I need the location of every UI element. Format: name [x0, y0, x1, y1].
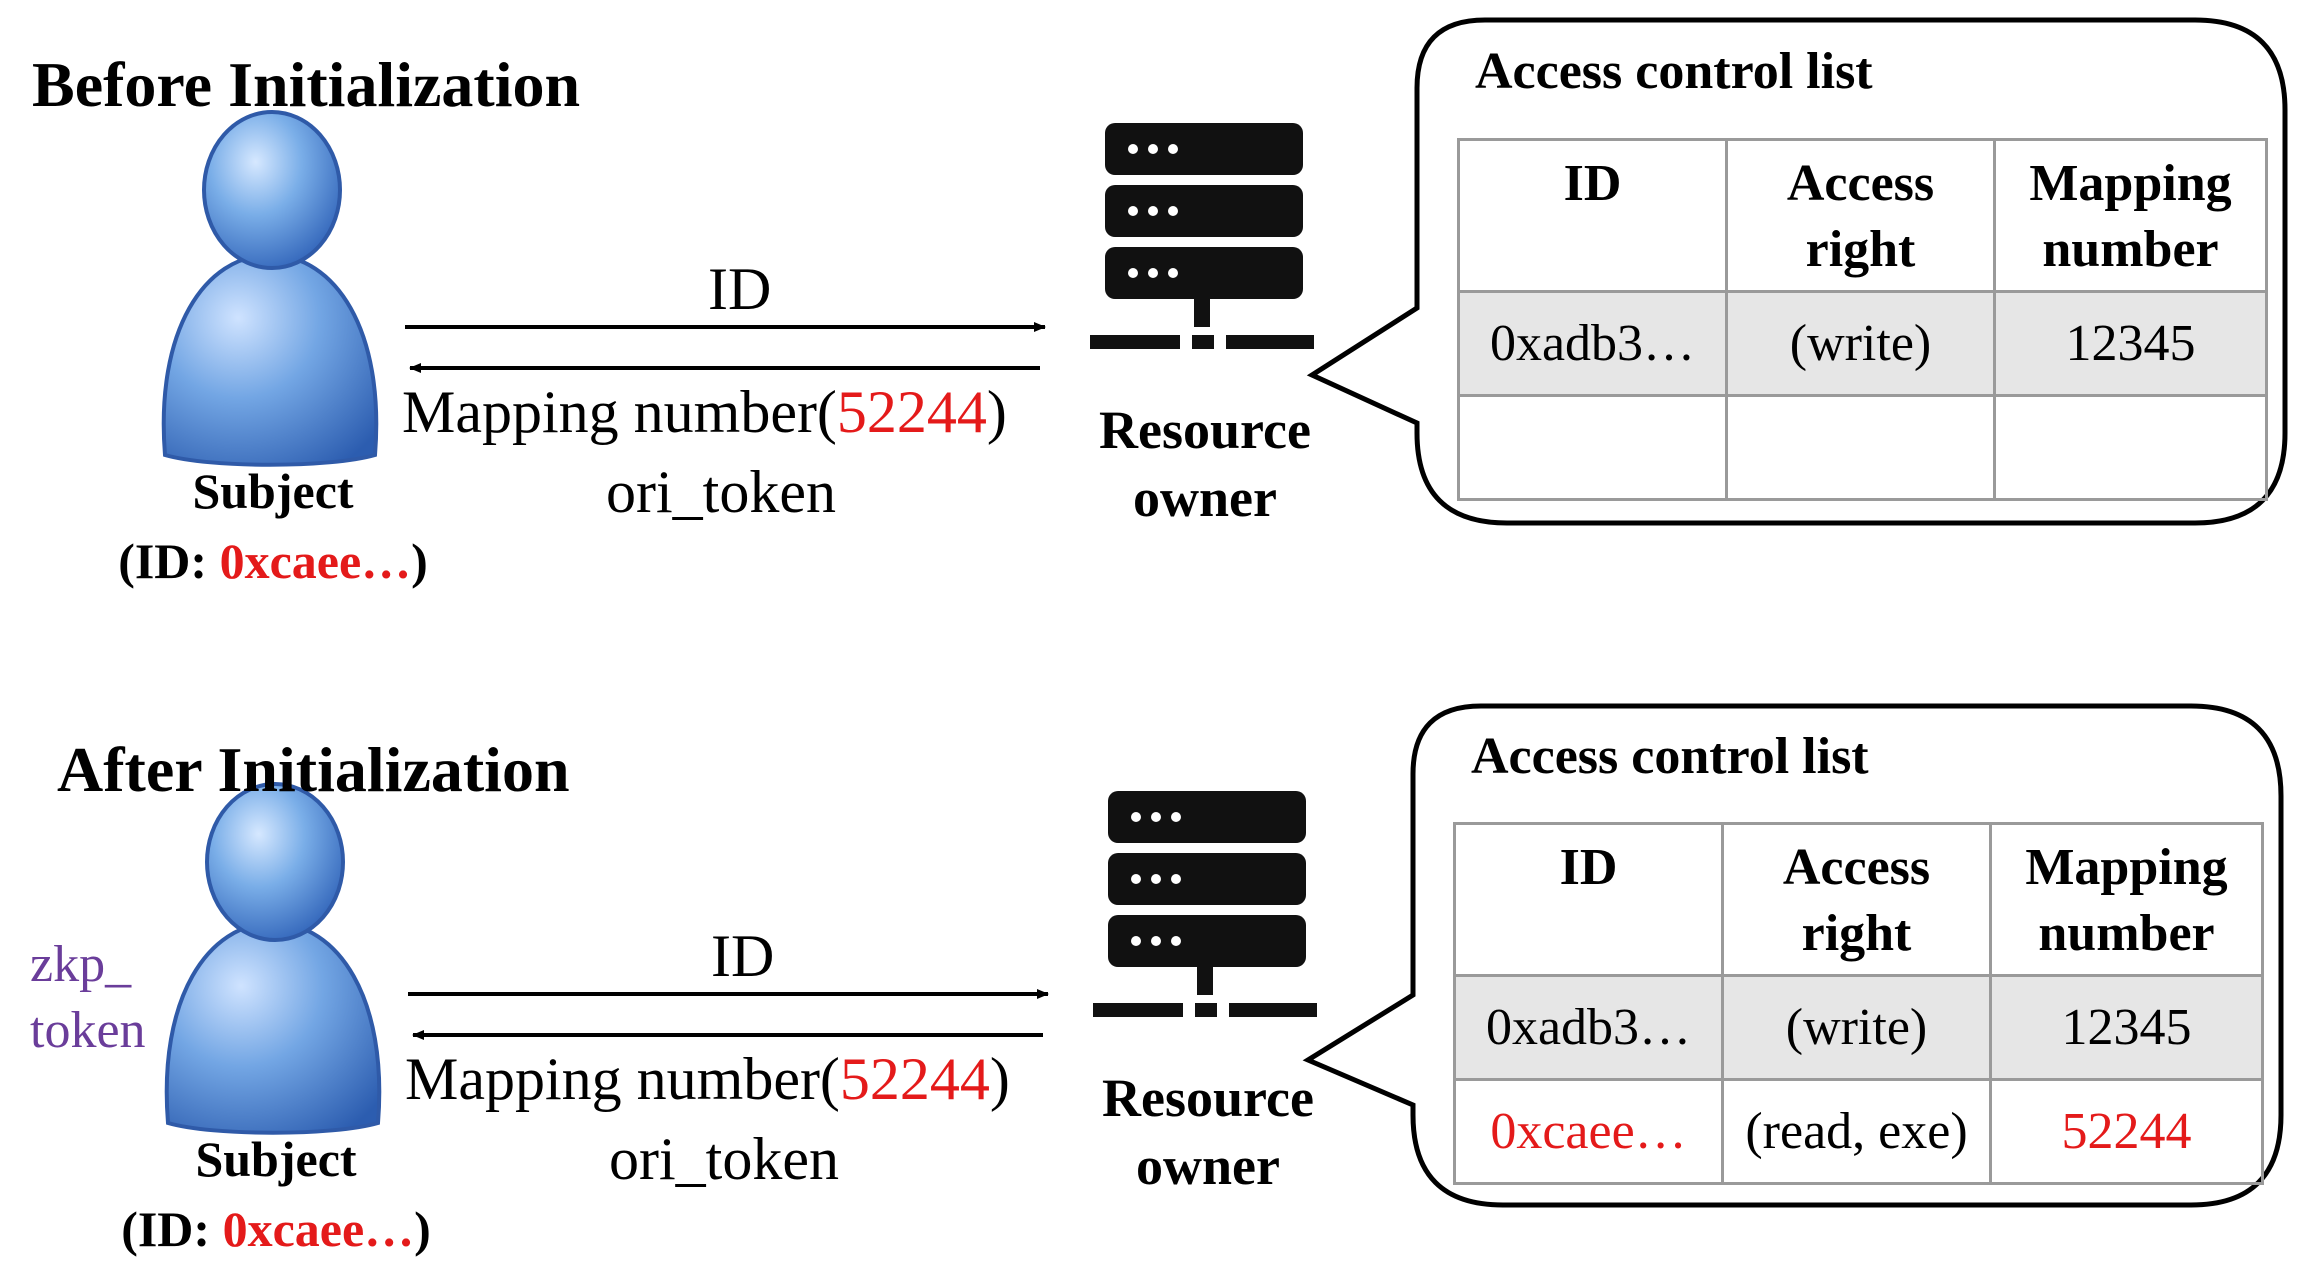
user-icon	[164, 782, 382, 1135]
acl-cell-right: (write)	[1721, 974, 1992, 1081]
acl-cell-id: 0xadb3…	[1453, 974, 1724, 1081]
subject-id: (ID: 0xcaee…)	[118, 533, 428, 589]
server-icon	[1093, 791, 1317, 1017]
acl-header-id: ID	[1457, 138, 1728, 293]
ori-token-label: ori_token	[606, 459, 836, 525]
subject-label: Subject (ID: 0xcaee…)	[63, 456, 483, 596]
table-row: 0xcaee… (read, exe) 52244	[1453, 1078, 2264, 1185]
user-icon	[161, 110, 379, 467]
ori-token-label: ori_token	[609, 1126, 839, 1192]
subject-label: Subject (ID: 0xcaee…)	[66, 1124, 486, 1264]
request-label: ID	[708, 256, 772, 322]
acl-cell-id: 0xcaee…	[1453, 1078, 1724, 1185]
mapping-number-value: 52244	[839, 1046, 990, 1112]
section-heading-before: Before Initialization	[32, 49, 581, 120]
acl-title: Access control list	[1471, 728, 1869, 785]
acl-cell-number: 52244	[1989, 1078, 2264, 1185]
subject-id: (ID: 0xcaee…)	[121, 1201, 431, 1257]
response-label: Mapping number(52244)	[405, 1046, 1010, 1112]
acl-header-id: ID	[1453, 822, 1724, 977]
resource-owner-label: Resource owner	[1099, 400, 1311, 528]
acl-cell-right: (write)	[1725, 290, 1996, 397]
table-row: 0xadb3… (write) 12345	[1453, 974, 2264, 1081]
server-icon	[1090, 123, 1314, 349]
table-row	[1457, 394, 2268, 501]
subject-id-value: 0xcaee…	[222, 1201, 415, 1257]
acl-cell-id	[1457, 394, 1728, 501]
request-label: ID	[711, 923, 775, 989]
mapping-number-value: 52244	[836, 379, 987, 445]
zkp-token-label: zkp_ token	[30, 936, 146, 1059]
acl-cell-number	[1993, 394, 2268, 501]
table-row: 0xadb3… (write) 12345	[1457, 290, 2268, 397]
acl-cell-id: 0xadb3…	[1457, 290, 1728, 397]
resource-owner-label: Resource owner	[1102, 1068, 1314, 1196]
section-heading-after: After Initialization	[57, 734, 570, 805]
acl-cell-right	[1725, 394, 1996, 501]
acl-cell-number: 12345	[1989, 974, 2264, 1081]
response-label: Mapping number(52244)	[402, 379, 1007, 445]
acl-cell-number: 12345	[1993, 290, 2268, 397]
subject-id-value: 0xcaee…	[219, 533, 412, 589]
acl-title: Access control list	[1475, 43, 1873, 100]
subject-name: Subject	[195, 1131, 357, 1187]
acl-cell-right: (read, exe)	[1721, 1078, 1992, 1185]
subject-name: Subject	[192, 463, 354, 519]
